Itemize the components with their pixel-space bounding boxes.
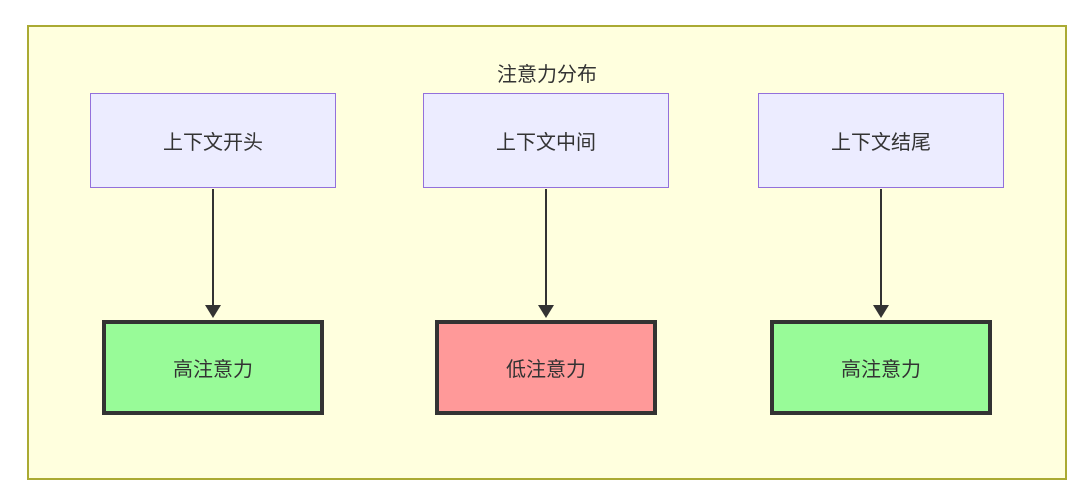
- node-context-middle[interactable]: 上下文中间: [423, 93, 669, 188]
- node-context-end[interactable]: 上下文结尾: [758, 93, 1004, 188]
- node-low-attention-middle[interactable]: 低注意力: [435, 320, 657, 415]
- node-context-end-label: 上下文结尾: [831, 132, 931, 154]
- diagram-title: 注意力分布: [497, 64, 597, 86]
- node-context-start[interactable]: 上下文开头: [90, 93, 336, 188]
- node-high-attention-left-label: 高注意力: [173, 359, 253, 381]
- node-low-attention-middle-label: 低注意力: [506, 359, 586, 381]
- node-context-start-label: 上下文开头: [163, 132, 263, 154]
- node-context-middle-label: 上下文中间: [496, 132, 596, 154]
- node-high-attention-left[interactable]: 高注意力: [102, 320, 324, 415]
- node-high-attention-right[interactable]: 高注意力: [770, 320, 992, 415]
- node-high-attention-right-label: 高注意力: [841, 359, 921, 381]
